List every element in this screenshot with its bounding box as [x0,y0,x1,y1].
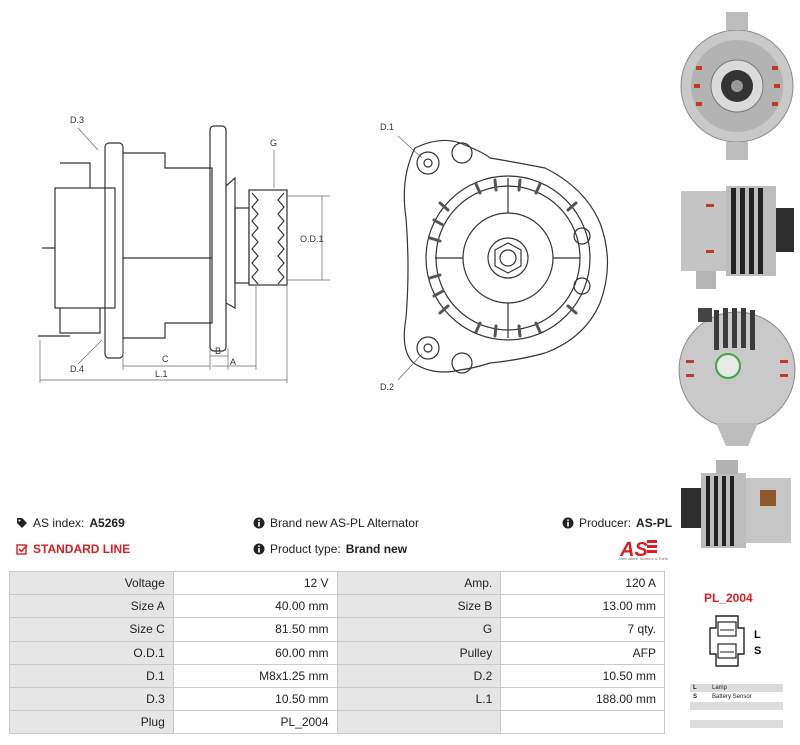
brand-text: Brand new AS-PL Alternator [270,516,419,530]
pin-l-label: L [754,629,761,641]
spec-key [336,710,502,735]
dim-label-d2: D.2 [380,382,394,392]
spec-key: Pulley [336,640,502,665]
legend-row: L Lamp [690,684,783,693]
dim-label-d1: D.1 [380,122,394,132]
product-photo-side [681,186,794,289]
product-photo-rear [678,308,796,446]
legend-row [690,720,783,729]
legend-key: L [693,685,697,691]
spec-value: 13.00 mm [500,594,665,619]
spec-key: Size C [9,617,174,642]
as-pl-logo: AS [619,539,657,561]
dim-label-od1: O.D.1 [300,234,324,244]
spec-key: O.D.1 [9,640,174,665]
producer-value: AS-PL [636,516,673,530]
spec-value: 10.50 mm [500,663,665,688]
spec-value [500,710,665,735]
product-photo-plug-side [681,460,791,548]
as-index-value: A5269 [89,516,125,530]
producer-info: Producer: AS-PL [562,516,672,530]
checkbox-icon [16,544,28,555]
logo-subtitle: Alternators, Starters & Parts [618,556,668,561]
legend-desc: Lamp [712,685,728,691]
spec-key: Size B [336,594,502,619]
spec-key: D.1 [9,663,174,688]
spec-key: Voltage [9,570,174,596]
spec-key: D.2 [336,663,502,688]
spec-key: L.1 [336,686,502,712]
legend-desc: Battery Sensor [712,694,752,700]
spec-value: 12 V [172,570,338,596]
info-icon [253,517,265,529]
standard-line-info: STANDARD LINE [16,542,130,556]
front-view-drawing: D.1 D.2 [380,122,609,392]
spec-key: D.3 [9,686,174,712]
spec-key: Size A [9,594,174,619]
dim-label-l1: L.1 [155,369,168,379]
info-icon [562,517,574,529]
pin-s-label: S [754,645,761,657]
product-type-info: Product type: Brand new [253,542,407,556]
as-index-label: AS index: [33,516,85,530]
dim-label-c: C [162,354,169,364]
dim-label-d3: D.3 [70,115,84,125]
spec-value: 40.00 mm [172,594,338,619]
spec-value: M8x1.25 mm [172,663,338,688]
product-type-value: Brand new [345,542,408,556]
dim-label-b: B [215,346,221,356]
dim-label-g: G [270,138,277,148]
dim-label-a: A [230,357,236,367]
dim-label-d4: D.4 [70,364,84,374]
legend-row [690,711,783,720]
plug-title: PL_2004 [704,591,753,605]
legend-row [690,702,783,711]
legend-key: S [693,694,698,700]
spec-value: 7 qty. [500,617,665,642]
spec-value: 60.00 mm [172,640,338,665]
plug-diagram: L S [709,615,761,667]
info-icon [253,543,265,555]
tag-icon [17,518,27,528]
brand-info: Brand new AS-PL Alternator [253,516,419,530]
spec-value: 188.00 mm [500,686,665,712]
standard-line-label: STANDARD LINE [33,542,131,556]
spec-value: 120 A [500,570,665,596]
spec-value: 81.50 mm [172,617,338,642]
spec-key: G [336,617,502,642]
spec-value: 10.50 mm [172,686,338,712]
spec-value: AFP [500,640,665,665]
spec-key: Amp. [336,570,502,596]
logo-text: AS [619,539,648,561]
spec-key: Plug [9,710,174,735]
legend-row: S Battery Sensor [690,693,783,702]
product-type-label: Product type: [270,542,341,556]
product-photo-front [680,12,794,160]
side-view-drawing: D.3 D.4 G O.D.1 C B A L.1 [38,115,330,383]
spec-value: PL_2004 [172,710,338,735]
as-index-info: AS index: A5269 [16,516,125,530]
producer-label: Producer: [579,516,632,530]
